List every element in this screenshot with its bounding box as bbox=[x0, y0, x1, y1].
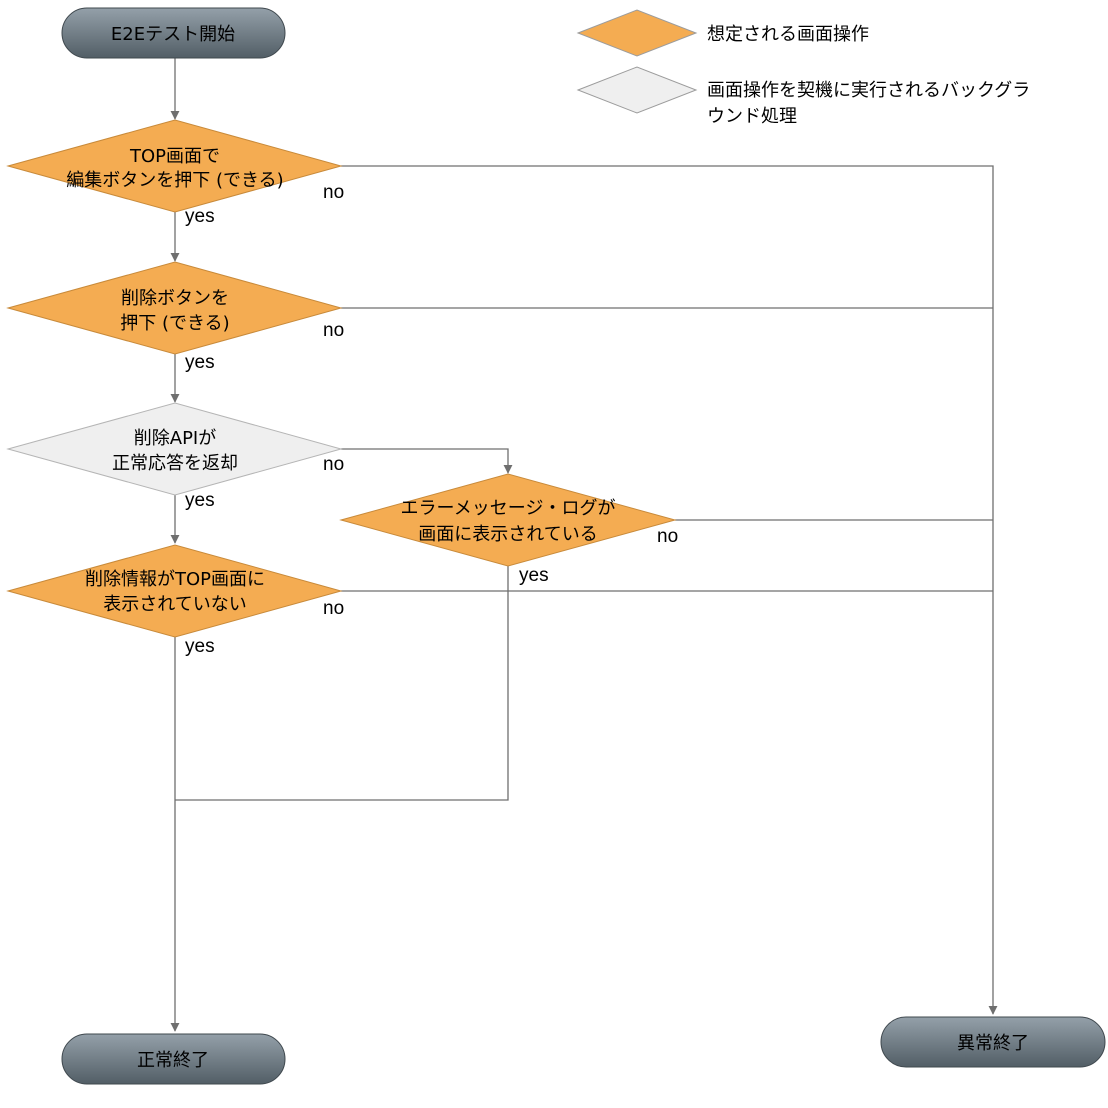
edge-label-q3-yes: yes bbox=[185, 490, 215, 511]
decision-delete-api: 削除APIが 正常応答を返却 bbox=[6, 402, 343, 496]
decision-error-message-line2: 画面に表示されている bbox=[418, 524, 597, 545]
legend-ui-operation-swatch bbox=[576, 9, 698, 57]
decision-deleted-info-hidden: 削除情報がTOP画面に 表示されていない bbox=[6, 544, 343, 638]
legend-background-process-swatch bbox=[576, 66, 698, 114]
edge-label-q4-yes: yes bbox=[185, 636, 215, 657]
edge-labels: no yes no yes no yes no yes no yes bbox=[185, 182, 678, 657]
edge-label-q1-no: no bbox=[323, 182, 344, 203]
edge-label-q5-yes: yes bbox=[519, 565, 549, 586]
decision-error-message-line1: エラーメッセージ・ログが bbox=[401, 498, 616, 519]
decision-edit-button-line1: TOP画面で bbox=[129, 146, 220, 167]
decision-delete-api-line2: 正常応答を返却 bbox=[112, 453, 238, 474]
decision-error-message: エラーメッセージ・ログが 画面に表示されている bbox=[339, 473, 677, 567]
edge-q1-no-to-end-abnormal bbox=[341, 165, 998, 1015]
decision-deleted-info-hidden-line2: 表示されていない bbox=[103, 594, 246, 615]
decision-delete-button-line2: 押下 (できる) bbox=[120, 313, 229, 334]
legend-ui-operation-label: 想定される画面操作 bbox=[707, 24, 869, 45]
decision-delete-button: 削除ボタンを 押下 (できる) bbox=[6, 261, 343, 355]
decision-edit-button: TOP画面で 編集ボタンを押下 (できる) bbox=[6, 119, 343, 213]
end-normal-terminal-label: 正常終了 bbox=[137, 1050, 209, 1071]
edge-label-q4-no: no bbox=[323, 598, 344, 619]
decision-deleted-info-hidden-line1: 削除情報がTOP画面に bbox=[85, 569, 265, 590]
start-terminal: E2Eテスト開始 bbox=[61, 7, 286, 59]
legend-background-process-label-line2: ウンド処理 bbox=[707, 106, 797, 127]
decision-delete-button-line1: 削除ボタンを bbox=[121, 288, 229, 309]
decision-edit-button-line2: 編集ボタンを押下 (できる) bbox=[66, 170, 283, 191]
legend: 想定される画面操作 画面操作を契機に実行されるバックグラ ウンド処理 bbox=[576, 9, 1030, 127]
edge-q5-yes-to-end-normal bbox=[175, 566, 509, 801]
start-terminal-label: E2Eテスト開始 bbox=[111, 24, 235, 45]
edge-label-q2-yes: yes bbox=[185, 352, 215, 373]
end-normal-terminal: 正常終了 bbox=[61, 1033, 286, 1085]
edge-label-q3-no: no bbox=[323, 454, 344, 475]
edge-q3-no-to-q5 bbox=[341, 448, 513, 474]
decision-delete-api-line1: 削除APIが bbox=[134, 428, 216, 449]
edge-label-q2-no: no bbox=[323, 320, 344, 341]
legend-background-process-label-line1: 画面操作を契機に実行されるバックグラ bbox=[707, 80, 1030, 101]
edges bbox=[170, 58, 998, 1032]
edge-label-q5-no: no bbox=[657, 526, 678, 547]
end-abnormal-terminal-label: 異常終了 bbox=[957, 1033, 1029, 1054]
edge-label-q1-yes: yes bbox=[185, 206, 215, 227]
end-abnormal-terminal: 異常終了 bbox=[880, 1016, 1106, 1068]
